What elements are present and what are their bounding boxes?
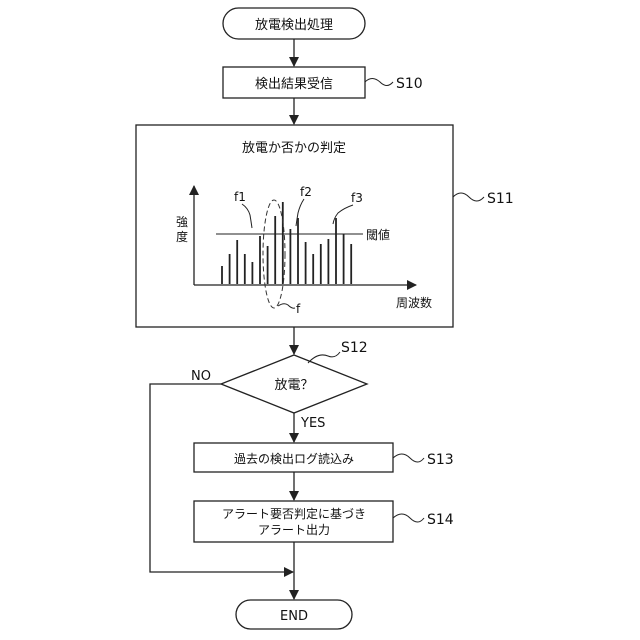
s14-label-line2: アラート出力 <box>258 523 330 537</box>
peak-label-f1: f1 <box>234 190 246 204</box>
s11-title: 放電か否かの判定 <box>242 141 346 156</box>
no-label: NO <box>191 369 211 384</box>
s14-label-line1: アラート要否判定に基づき <box>222 506 366 521</box>
s13-leader <box>393 454 424 462</box>
yes-label: YES <box>300 416 325 431</box>
s11-leader <box>453 193 484 201</box>
y-axis-label-char2: 度 <box>176 229 188 244</box>
no-branch-path <box>150 384 293 572</box>
s13-step: S13 <box>427 452 454 468</box>
s14-step: S14 <box>427 512 454 528</box>
s12-label: 放電？ <box>274 378 313 393</box>
s12-step: S12 <box>341 340 368 356</box>
peak-label-f3: f3 <box>351 191 363 205</box>
s11-step: S11 <box>487 191 514 207</box>
s13-label: 過去の検出ログ読込み <box>234 451 354 466</box>
start-label: 放電検出処理 <box>255 18 333 33</box>
s10-label: 検出結果受信 <box>255 77 333 92</box>
threshold-label: 閾値 <box>366 227 390 242</box>
s10-step: S10 <box>396 76 423 92</box>
s14-leader <box>393 514 424 522</box>
y-axis-label-char1: 強 <box>176 215 188 229</box>
x-axis-label: 周波数 <box>396 295 432 310</box>
end-label: END <box>280 609 308 624</box>
s10-leader <box>365 79 393 86</box>
peak-label-f2: f2 <box>300 185 312 199</box>
s12-leader <box>308 352 340 363</box>
